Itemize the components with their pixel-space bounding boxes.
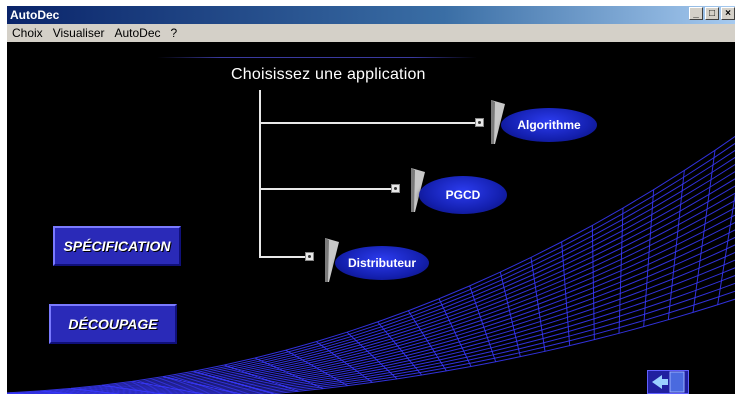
decoupage-button[interactable]: DÉCOUPAGE xyxy=(49,304,177,344)
flag-icon xyxy=(325,238,339,282)
minimize-button[interactable]: _ xyxy=(689,7,703,20)
app-button-pgcd[interactable]: PGCD xyxy=(419,176,507,214)
specification-button[interactable]: SPÉCIFICATION xyxy=(53,226,181,266)
tree-trunk xyxy=(259,90,261,258)
tree-branch-distributeur xyxy=(259,256,305,258)
top-divider xyxy=(157,57,477,58)
menu-visualiser[interactable]: Visualiser xyxy=(52,26,105,40)
maximize-button[interactable]: □ xyxy=(705,7,719,20)
radio-pgcd[interactable] xyxy=(391,184,400,193)
tree-branch-pgcd xyxy=(259,188,391,190)
flag-icon xyxy=(491,100,505,144)
app-button-algorithme[interactable]: Algorithme xyxy=(501,108,597,142)
radio-algorithme[interactable] xyxy=(475,118,484,127)
page-heading: Choisissez une application xyxy=(231,66,426,83)
exit-door-icon[interactable] xyxy=(647,370,689,394)
menu-bar: Choix Visualiser AutoDec ? xyxy=(7,24,735,42)
menu-autodec[interactable]: AutoDec xyxy=(114,26,161,40)
menu-help[interactable]: ? xyxy=(170,26,178,40)
close-button[interactable]: × xyxy=(721,7,735,20)
menu-choix[interactable]: Choix xyxy=(12,26,43,40)
title-bar: AutoDec _ □ × xyxy=(7,6,735,24)
main-canvas: Choisissez une application Algorithme PG… xyxy=(7,42,735,394)
flag-icon xyxy=(411,168,425,212)
wireframe-grid-background xyxy=(7,135,735,394)
radio-distributeur[interactable] xyxy=(305,252,314,261)
app-button-distributeur[interactable]: Distributeur xyxy=(335,246,429,280)
tree-branch-algorithme xyxy=(259,122,475,124)
window-title: AutoDec xyxy=(10,8,60,22)
